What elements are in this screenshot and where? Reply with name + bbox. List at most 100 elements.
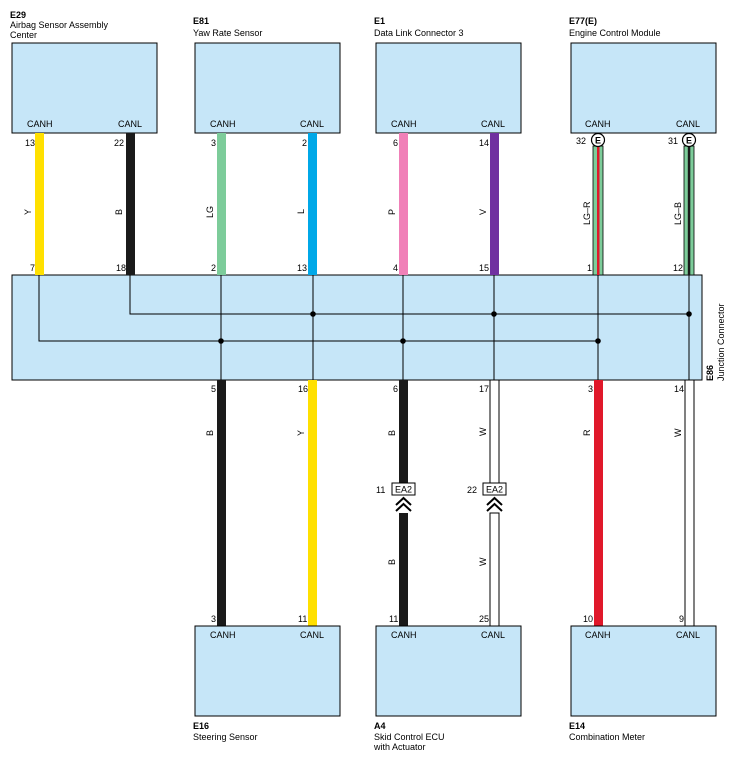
wire-black xyxy=(126,133,135,275)
bottom-component-pin-numbers: 3 11 11 25 10 9 xyxy=(211,614,684,624)
wire-pink xyxy=(399,133,408,275)
component-e14: CANH CANL E14 Combination Meter xyxy=(569,625,717,742)
wire-violet xyxy=(490,133,499,275)
wire-color-code: LG–R xyxy=(582,201,592,225)
pin-label-canh: CANH xyxy=(391,119,417,129)
wire-color-code: W xyxy=(673,428,683,437)
component-box xyxy=(570,42,717,134)
connector-label: EA2 xyxy=(486,485,503,495)
pin-number: 25 xyxy=(479,614,489,624)
pin-number: 13 xyxy=(297,263,307,273)
component-name: Combination Meter xyxy=(569,732,645,742)
inline-connector-ea2-left: EA2 11 xyxy=(376,482,416,512)
wire-red xyxy=(594,380,603,626)
wire-color-code: Y xyxy=(23,209,33,215)
pin-label-canl: CANL xyxy=(300,630,324,640)
inline-connector-ea2-right: EA2 22 xyxy=(467,482,507,512)
pin-number: 5 xyxy=(211,384,216,394)
wire-black xyxy=(399,380,408,483)
component-e16: CANH CANL E16 Steering Sensor xyxy=(193,625,341,742)
junction-connector-e86: E86 Junction Connector xyxy=(11,274,726,381)
bottom-wires xyxy=(217,379,695,627)
wire-yellow xyxy=(35,133,44,275)
component-code: E29 xyxy=(10,10,26,20)
connector-letter: E xyxy=(686,136,692,146)
component-code: E81 xyxy=(193,16,209,26)
pin-number: 11 xyxy=(389,614,398,624)
junction-top-pins: 7 18 2 13 4 15 1 12 xyxy=(30,263,683,273)
component-a4: CANH CANL A4 Skid Control ECU with Actua… xyxy=(373,625,522,752)
component-name-line2: Center xyxy=(10,30,37,40)
component-name-line2: with Actuator xyxy=(373,742,426,752)
pin-label-canl: CANL xyxy=(676,630,700,640)
wire-blue xyxy=(308,133,317,275)
pin-number: 22 xyxy=(114,138,124,148)
connector-box xyxy=(482,482,507,496)
component-code: E14 xyxy=(569,721,585,731)
pin-number: 17 xyxy=(479,384,489,394)
component-name: Airbag Sensor Assembly xyxy=(10,20,109,30)
connector-box xyxy=(391,482,416,496)
component-code: E1 xyxy=(374,16,385,26)
pin-number: 6 xyxy=(393,384,398,394)
component-box xyxy=(11,42,158,134)
wire-color-code: L xyxy=(296,209,306,214)
junction-code: E86 xyxy=(705,365,715,381)
wire-black xyxy=(399,513,408,626)
chevron-icon xyxy=(395,496,412,506)
chevron-icon xyxy=(486,496,503,506)
wire-color-code: Y xyxy=(296,430,306,436)
pin-number: 3 xyxy=(211,138,216,148)
pin-number: 1 xyxy=(587,263,592,273)
pin-label-canl: CANL xyxy=(118,119,142,129)
component-name: Engine Control Module xyxy=(569,28,661,38)
component-box xyxy=(375,625,522,717)
wire-color-code: W xyxy=(478,427,488,436)
junction-name: Junction Connector xyxy=(716,303,726,381)
wire-yellow xyxy=(308,380,317,626)
splice-dot xyxy=(400,338,406,344)
wire-color-code: V xyxy=(478,209,488,215)
component-code: E16 xyxy=(193,721,209,731)
pin-number: 11 xyxy=(298,614,307,624)
wire-white xyxy=(489,379,500,484)
pin-number: 31 xyxy=(668,136,678,146)
bottom-wire-color-codes: B Y B W B W R W xyxy=(205,427,683,566)
splice-dot xyxy=(310,311,316,317)
e77-connector-circles: E E xyxy=(590,132,697,148)
pin-number: 13 xyxy=(25,138,35,148)
splice-dot xyxy=(491,311,497,317)
pin-number: 2 xyxy=(211,263,216,273)
pin-number: 32 xyxy=(576,136,586,146)
pin-number: 16 xyxy=(298,384,308,394)
wire-stripe-black xyxy=(687,146,691,275)
pin-number: 15 xyxy=(479,263,489,273)
connector-circle-e xyxy=(681,132,697,148)
pin-label-canh: CANH xyxy=(585,119,611,129)
junction-bus-lines xyxy=(38,275,690,380)
wire-color-code: R xyxy=(582,429,592,436)
pin-label-canl: CANL xyxy=(676,119,700,129)
canl-bus xyxy=(129,275,689,315)
pin-number: 4 xyxy=(393,263,398,273)
pin-number: 14 xyxy=(479,138,489,148)
component-name: Data Link Connector 3 xyxy=(374,28,464,38)
splice-dot xyxy=(595,338,601,344)
wire-black xyxy=(217,380,226,626)
top-component-pin-numbers: 13 22 3 2 6 14 32 31 xyxy=(25,136,678,148)
component-name: Steering Sensor xyxy=(193,732,258,742)
pin-label-canl: CANL xyxy=(481,630,505,640)
component-box xyxy=(194,625,341,717)
pin-number: 22 xyxy=(467,485,477,495)
pin-number: 6 xyxy=(393,138,398,148)
wire-color-code: B xyxy=(205,430,215,436)
pin-label-canh: CANH xyxy=(585,630,611,640)
pin-number: 3 xyxy=(211,614,216,624)
pin-number: 11 xyxy=(376,485,385,495)
top-wire-color-codes: Y B LG L P V LG–R LG–B xyxy=(23,201,683,225)
pin-label-canl: CANL xyxy=(300,119,324,129)
pin-label-canl: CANL xyxy=(481,119,505,129)
pin-number: 18 xyxy=(116,263,126,273)
connector-letter: E xyxy=(595,136,601,146)
